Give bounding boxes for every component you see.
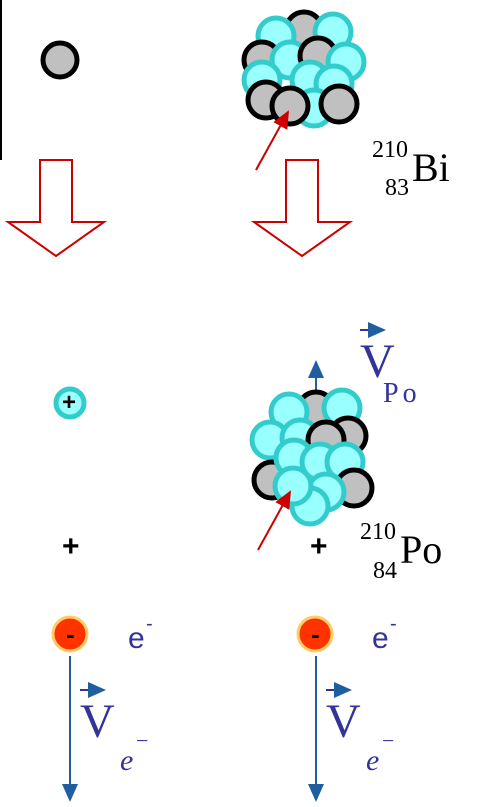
plus-sign-right: +	[310, 530, 328, 563]
electron-sign-left: -	[66, 619, 75, 649]
recoil-velocity-subscript: Po	[383, 378, 421, 409]
recoil-velocity-symbol: V	[360, 335, 395, 388]
neutron-icon	[40, 40, 80, 80]
transition-arrow-left	[4, 159, 108, 258]
proton-icon	[53, 386, 87, 420]
po-symbol: Po	[400, 527, 443, 572]
po-nucleus-cluster	[249, 387, 375, 527]
po-mass-number: 210	[360, 519, 396, 545]
bi-symbol: Bi	[412, 145, 450, 190]
plus-sign-left: +	[62, 530, 80, 563]
electron-icon-left	[51, 615, 89, 653]
bi-nucleus-cluster	[241, 9, 367, 129]
proton-sign: +	[62, 389, 77, 416]
electron-sign-right: -	[311, 619, 320, 649]
transition-arrow-right	[250, 159, 354, 258]
po-atomic-number: 84	[373, 558, 397, 584]
bi-mass-number: 210	[372, 137, 408, 163]
bi-atomic-number: 83	[385, 175, 409, 201]
po-pointer-arrow	[257, 490, 291, 551]
bi-pointer-arrow	[255, 110, 289, 171]
electron-icon-right	[296, 615, 334, 653]
